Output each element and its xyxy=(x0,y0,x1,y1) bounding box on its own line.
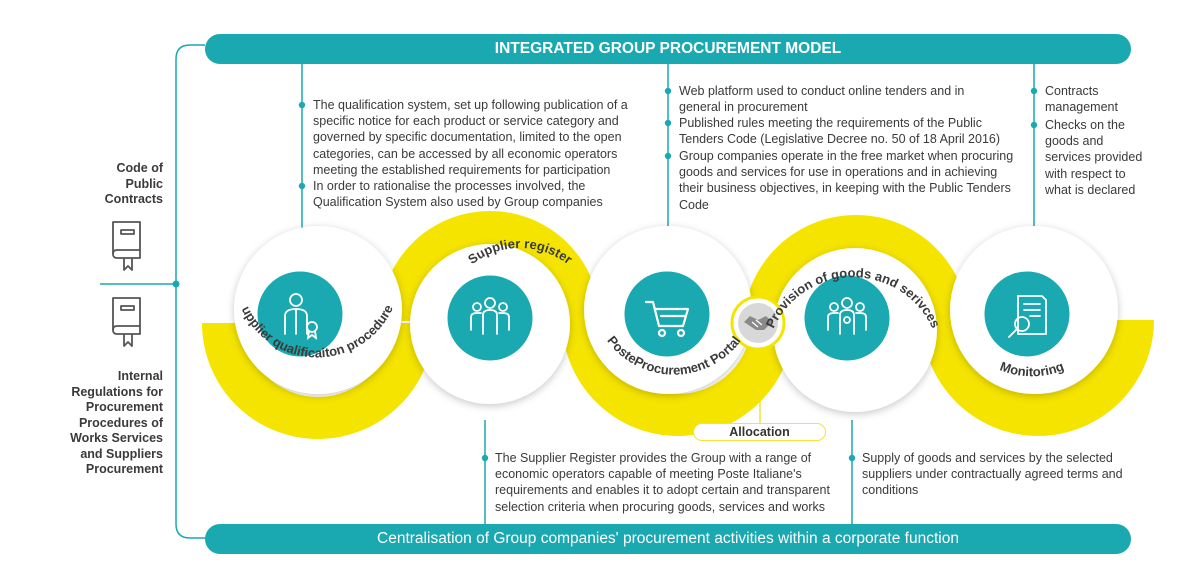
model-title-bar: INTEGRATED GROUP PROCUREMENT MODEL xyxy=(205,34,1131,64)
group-people-icon xyxy=(470,297,510,335)
book-icon xyxy=(112,221,141,271)
qualification-note-1: The qualification system, set up followi… xyxy=(313,98,628,177)
portal-note-3: Group companies operate in the free mark… xyxy=(679,149,1014,212)
team-award-icon xyxy=(827,297,867,335)
stage-label: Monitoring xyxy=(998,359,1066,380)
internal-regulations-label: Internal Regulations for Procurement Pro… xyxy=(70,369,163,476)
monitoring-note-2: Checks on the goods and services provide… xyxy=(1045,118,1143,197)
left-frame xyxy=(100,44,205,539)
monitoring-note-1: Contracts management xyxy=(1045,84,1118,115)
portal-note-2: Published rules meeting the requirements… xyxy=(679,116,1001,147)
centralisation-text: Centralisation of Group companies' procu… xyxy=(377,530,959,547)
handshake-icon xyxy=(730,295,786,351)
allocation-badge: Allocation xyxy=(693,423,826,441)
shopping-cart-icon xyxy=(644,300,690,338)
stage-icon-circles xyxy=(254,268,1073,364)
provision-note: Supply of goods and services by the sele… xyxy=(862,451,1123,498)
centralisation-bar: Centralisation of Group companies' procu… xyxy=(205,524,1131,554)
portal-note-1: Web platform used to conduct online tend… xyxy=(679,84,965,115)
qualification-note-2: In order to rationalise the processes in… xyxy=(313,179,603,210)
document-magnifier-icon xyxy=(1008,295,1047,338)
code-of-public-contracts-label: Code of Public Contracts xyxy=(104,161,163,206)
bullet-dots xyxy=(298,87,1038,462)
model-title: INTEGRATED GROUP PROCUREMENT MODEL xyxy=(494,40,842,57)
register-note: The Supplier Register provides the Group… xyxy=(495,451,830,514)
allocation-label: Allocation xyxy=(729,425,790,439)
certified-person-icon xyxy=(284,293,318,341)
yellow-wave xyxy=(202,211,1154,439)
book-icon xyxy=(112,297,141,347)
